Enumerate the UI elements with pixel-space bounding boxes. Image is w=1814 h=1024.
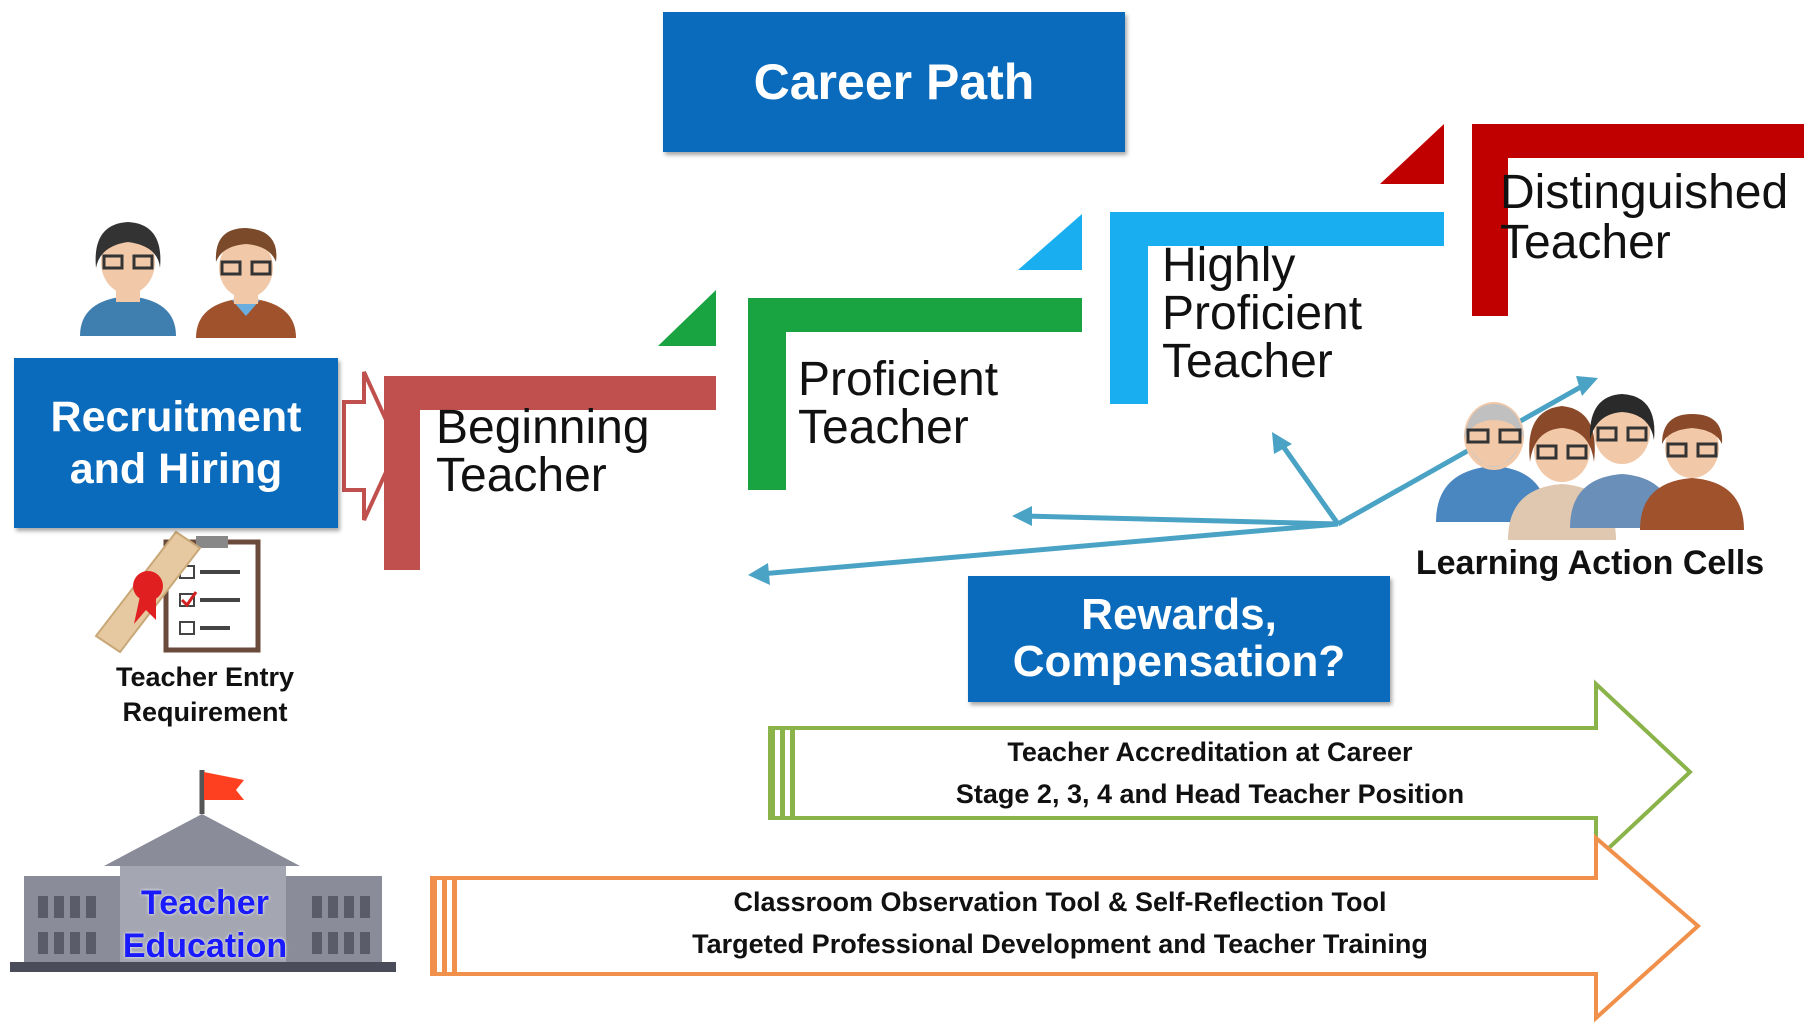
- arrowhead-beginning: [748, 563, 770, 585]
- learning-group-icon: [1436, 394, 1744, 540]
- connector-to-proficient: [1023, 513, 1339, 527]
- teachers-pair-icon: [80, 222, 296, 338]
- accreditation-arrow-label: Teacher Accreditation at Career Stage 2,…: [955, 737, 1465, 809]
- connector-to-highly: [1277, 440, 1341, 526]
- rewards-compensation-box: Rewards, Compensation?: [968, 576, 1390, 702]
- observation-arrow-shape: [430, 833, 1702, 1023]
- step-beginning-label: Beginning Teacher: [436, 401, 650, 502]
- connector-to-distinguished: [1336, 381, 1588, 527]
- learning-action-cells-label: Learning Action Cells: [1415, 544, 1765, 582]
- accreditation-arrow-shape: [768, 679, 1693, 865]
- arrowhead-distinguished: [1576, 376, 1598, 396]
- observation-arrow-label: Classroom Observation Tool & Self-Reflec…: [692, 887, 1428, 959]
- step-distinguished-label: Distinguished Teacher: [1500, 166, 1789, 270]
- diploma-checklist-icon: [94, 530, 261, 654]
- teacher-entry-requirement-label: Teacher Entry Requirement: [115, 662, 295, 728]
- step-proficient-label: Proficient Teacher: [798, 353, 999, 454]
- recruitment-arrow: [342, 371, 401, 521]
- step-proficient-triangle: [658, 290, 716, 346]
- connector-to-beginning: [759, 521, 1339, 577]
- school-building-icon: [10, 770, 396, 972]
- step-distinguished-shape: [1472, 124, 1804, 316]
- arrowhead-highly: [1272, 432, 1292, 454]
- connector-lines: [759, 381, 1588, 577]
- step-beginning-shape: [384, 376, 716, 570]
- arrowhead-proficient: [1012, 506, 1032, 526]
- career-path-title: Career Path: [663, 12, 1125, 152]
- step-highly-shape: [1110, 212, 1444, 404]
- step-proficient-shape: [748, 298, 1082, 490]
- teacher-education-label: Teacher Education: [122, 884, 288, 965]
- step-highly-triangle: [1018, 214, 1082, 270]
- recruitment-hiring-box: Recruitment and Hiring: [14, 358, 338, 528]
- step-distinguished-triangle: [1380, 124, 1444, 184]
- step-highly-proficient-label: Highly Proficient Teacher: [1162, 239, 1363, 388]
